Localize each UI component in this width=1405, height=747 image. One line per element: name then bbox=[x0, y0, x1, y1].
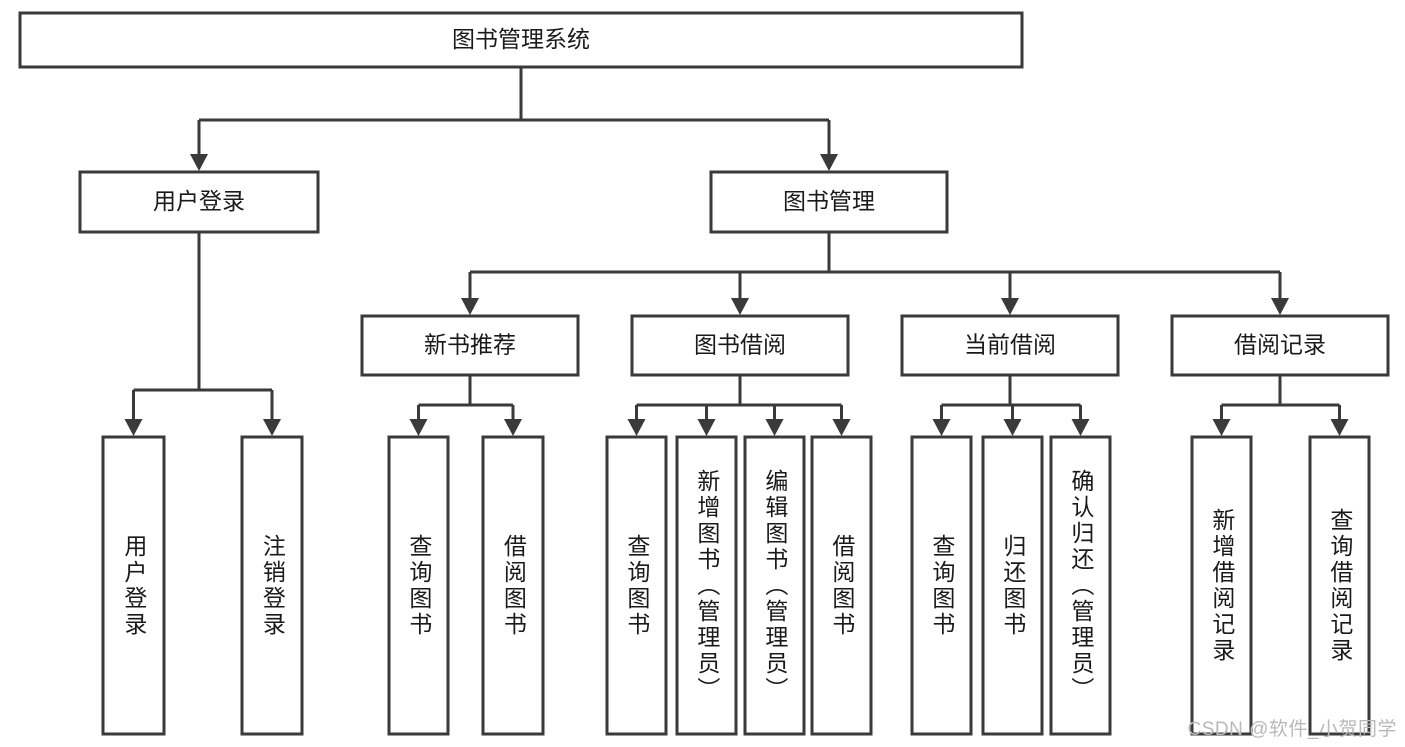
node-box-leaf-query-book-1[interactable] bbox=[387, 435, 450, 736]
node-box-user-login[interactable] bbox=[78, 170, 320, 234]
node-box-leaf-confirm-return[interactable] bbox=[1049, 435, 1112, 736]
watermark: CSDN @软件_小贺同学 bbox=[1187, 719, 1397, 740]
arrow-head bbox=[627, 419, 646, 436]
connector-new-book-rec bbox=[417, 375, 515, 421]
node-label-new-book-rec: 新书推荐 bbox=[424, 332, 516, 358]
node-box-leaf-query-book-2[interactable] bbox=[605, 435, 668, 736]
node-box-borrow-record[interactable] bbox=[1170, 314, 1390, 377]
node-box-leaf-logout[interactable] bbox=[240, 435, 304, 736]
arrow-head bbox=[932, 419, 951, 436]
node-box-leaf-add-book[interactable] bbox=[675, 435, 738, 736]
node-label-book-manage: 图书管理 bbox=[783, 188, 875, 214]
connector-root bbox=[197, 67, 831, 156]
node-label-borrow-record: 借阅记录 bbox=[1234, 332, 1326, 358]
arrow-head bbox=[832, 419, 851, 436]
node-box-leaf-user-login[interactable] bbox=[101, 435, 166, 736]
arrow-head bbox=[263, 419, 281, 436]
arrow-head bbox=[1071, 419, 1090, 436]
arrow-head bbox=[731, 298, 749, 315]
arrow-head bbox=[504, 419, 522, 436]
node-label-book-borrow: 图书借阅 bbox=[694, 332, 786, 358]
arrow-head bbox=[765, 419, 784, 436]
arrow-head bbox=[697, 419, 716, 436]
node-box-leaf-query-book-3[interactable] bbox=[910, 435, 973, 736]
node-box-book-manage[interactable] bbox=[709, 170, 949, 234]
node-box-root[interactable] bbox=[18, 11, 1024, 69]
arrow-head bbox=[409, 419, 428, 436]
connector-book-borrow bbox=[635, 375, 843, 421]
arrow-head bbox=[820, 154, 838, 171]
node-box-book-borrow[interactable] bbox=[630, 314, 850, 377]
node-box-leaf-add-record[interactable] bbox=[1190, 435, 1253, 736]
arrow-head bbox=[1003, 419, 1022, 436]
node-box-current-borrow[interactable] bbox=[900, 314, 1120, 377]
arrow-head bbox=[461, 298, 479, 315]
connector-user-login bbox=[132, 232, 274, 421]
node-box-leaf-borrow-book-2[interactable] bbox=[810, 435, 873, 736]
node-box-leaf-query-record[interactable] bbox=[1308, 435, 1371, 736]
node-layer bbox=[18, 11, 1390, 736]
node-label-user-login: 用户登录 bbox=[153, 188, 245, 214]
node-box-new-book-rec[interactable] bbox=[360, 314, 580, 377]
arrow-head bbox=[124, 419, 143, 436]
node-box-leaf-edit-book[interactable] bbox=[743, 435, 806, 736]
node-box-leaf-borrow-book-1[interactable] bbox=[481, 435, 545, 736]
arrow-head bbox=[190, 154, 208, 171]
arrow-head bbox=[1330, 419, 1349, 436]
arrow-head bbox=[1212, 419, 1231, 436]
arrow-head bbox=[1271, 298, 1289, 315]
connector-current-borrow bbox=[940, 375, 1082, 421]
node-label-root: 图书管理系统 bbox=[452, 26, 590, 52]
connector-book-manage bbox=[468, 232, 1282, 300]
arrow-head bbox=[1001, 298, 1019, 315]
connector-layer bbox=[124, 67, 1349, 436]
connector-borrow-record bbox=[1220, 375, 1341, 421]
node-label-current-borrow: 当前借阅 bbox=[964, 332, 1056, 358]
node-box-leaf-return-book[interactable] bbox=[981, 435, 1044, 736]
